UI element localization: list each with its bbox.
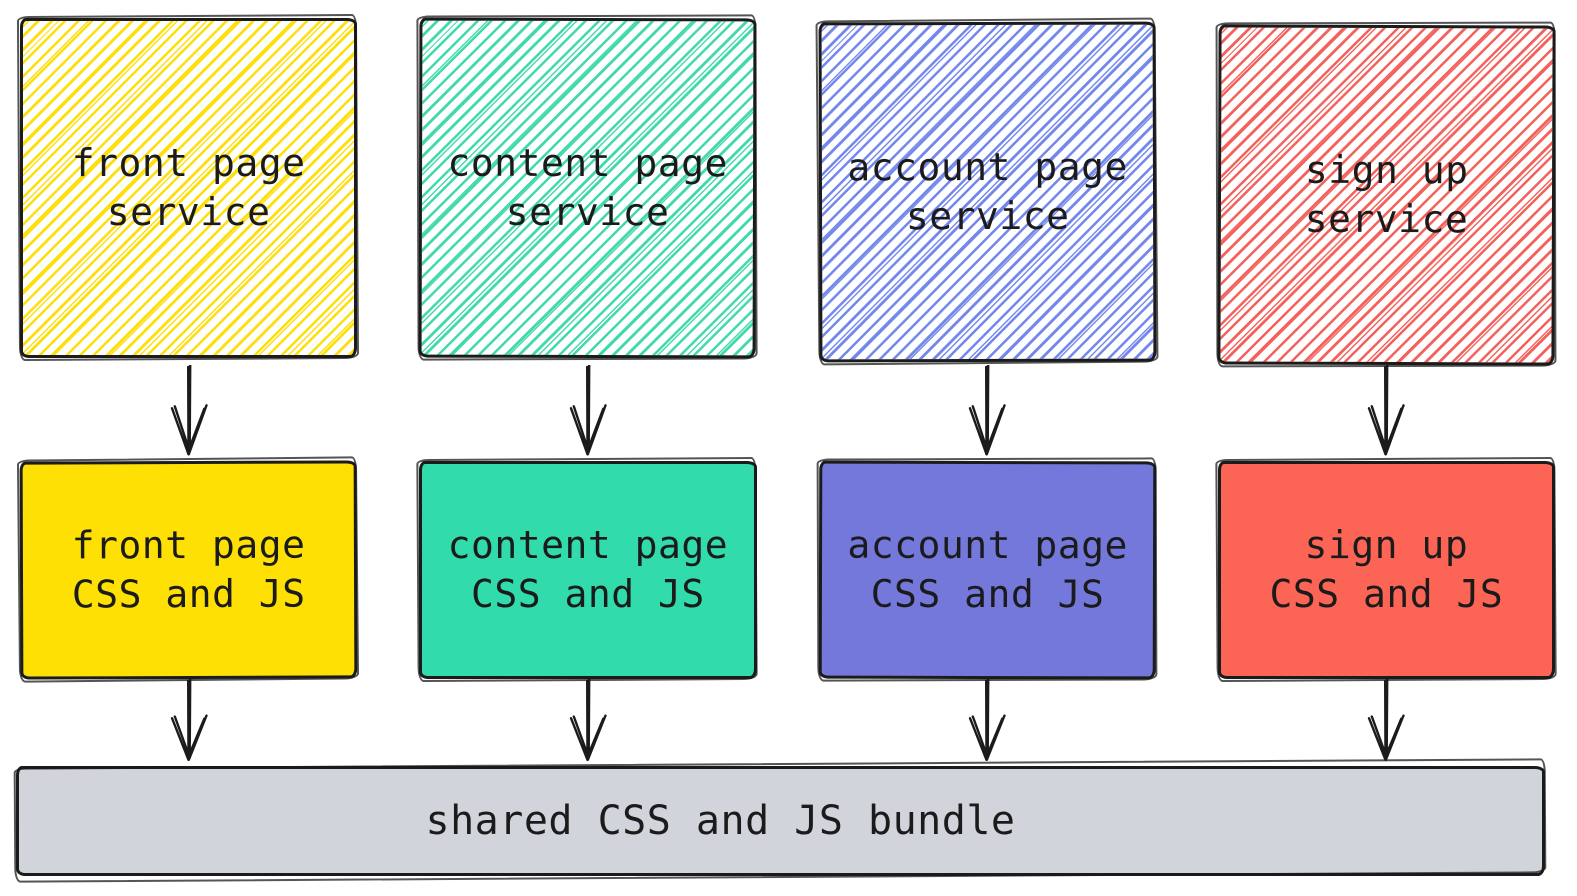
service-box-content-page: content page service xyxy=(418,17,757,359)
arrow-down-icon xyxy=(968,365,1006,456)
column-sign-up: sign up CSS and JS xyxy=(1217,461,1555,679)
service-box-label: account page service xyxy=(846,144,1128,239)
bundle-box-front-page: front page CSS and JS xyxy=(19,460,358,680)
service-box-label: content page service xyxy=(447,140,729,235)
arrow-down-icon xyxy=(170,365,208,456)
column-account-page: account page service xyxy=(818,18,1157,365)
column-content-page: content page service xyxy=(418,17,757,365)
service-box-account-page: account page service xyxy=(818,21,1157,363)
bundle-box-sign-up: sign up CSS and JS xyxy=(1217,461,1555,679)
bundle-box-label: sign up CSS and JS xyxy=(1269,522,1504,616)
bundle-box-label: content page CSS and JS xyxy=(447,522,729,616)
shared-bundle-bar: shared CSS and JS bundle xyxy=(16,766,1545,876)
shared-bundle-label: shared CSS and JS bundle xyxy=(425,798,1016,844)
service-box-front-page: front page service xyxy=(20,18,358,358)
arrow-down-icon xyxy=(1368,679,1406,761)
column-front-page: front page CSS and JS xyxy=(19,460,358,680)
services-row: front page service content page service … xyxy=(0,17,1577,366)
service-box-label: sign up service xyxy=(1304,147,1469,242)
bundle-box-label: front page CSS and JS xyxy=(71,522,306,617)
arrow-down-icon xyxy=(968,679,1006,761)
column-front-page: front page service xyxy=(20,18,358,365)
column-content-page: content page CSS and JS xyxy=(419,461,757,679)
arrow-down-icon xyxy=(1368,365,1406,456)
bundle-box-label: account page CSS and JS xyxy=(846,522,1128,617)
service-box-label: front page service xyxy=(71,140,306,234)
service-box-sign-up: sign up service xyxy=(1217,24,1556,366)
bundle-to-shared-arrows xyxy=(0,679,1577,766)
bundle-box-account-page: account page CSS and JS xyxy=(818,460,1157,680)
service-to-bundle-arrows xyxy=(0,365,1577,461)
arrow-down-icon xyxy=(170,679,208,761)
arrow-down-icon xyxy=(569,365,607,456)
bundles-row: front page CSS and JS content page CSS a… xyxy=(0,460,1577,680)
bundle-box-content-page: content page CSS and JS xyxy=(419,461,757,679)
column-account-page: account page CSS and JS xyxy=(818,460,1157,680)
column-sign-up: sign up service xyxy=(1217,18,1556,366)
arrow-down-icon xyxy=(569,679,607,761)
